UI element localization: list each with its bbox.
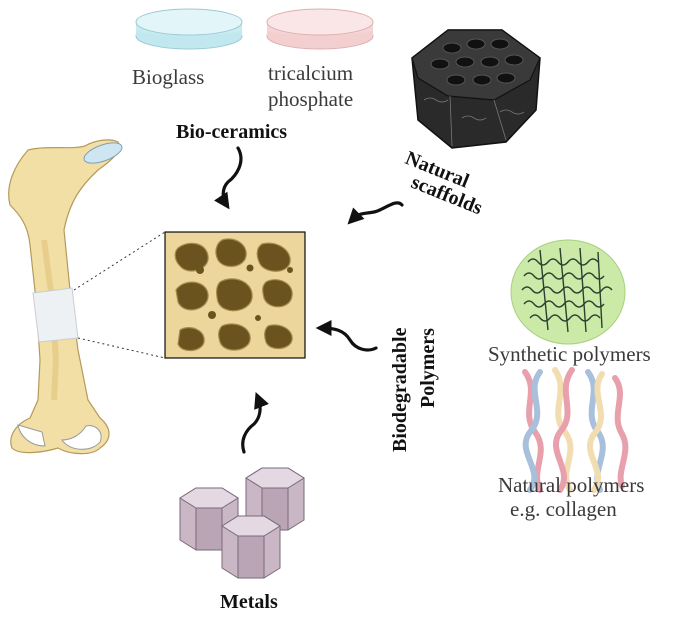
arrow-from-biodegradable-polymers [315, 320, 378, 352]
arrow-from-bioceramics [214, 146, 243, 210]
arrow-from-metals [241, 392, 269, 454]
arrows [214, 146, 404, 454]
arrow-from-natural-scaffolds [347, 201, 404, 225]
biodegradable-polymers-label-line1: Biodegradable [389, 327, 411, 452]
tricalcium-label-line1: tricalcium [268, 61, 354, 85]
synthetic-polymers-label: Synthetic polymers [488, 342, 651, 366]
trabecular-bone-scaffold [164, 231, 306, 359]
tricalcium-label-line2: phosphate [268, 87, 354, 111]
femur-bone-illustration [8, 139, 166, 455]
natural-scaffold-block-icon [411, 29, 541, 149]
tricalcium-phosphate-dish-icon [266, 8, 374, 50]
bioceramics-label: Bio-ceramics [176, 121, 288, 143]
natural-polymers-label-line2: e.g. collagen [510, 497, 617, 521]
bioglass-dish-icon [135, 8, 243, 50]
natural-polymers-label-line1: Natural polymers [498, 473, 645, 497]
bioglass-label: Bioglass [132, 65, 205, 89]
collagen-helix-icon [522, 367, 629, 493]
biodegradable-polymers-label-line2: Polymers [417, 328, 439, 408]
metal-prisms-icon [179, 467, 305, 579]
synthetic-polymer-disc-icon [510, 239, 626, 345]
metals-label: Metals [220, 591, 278, 613]
